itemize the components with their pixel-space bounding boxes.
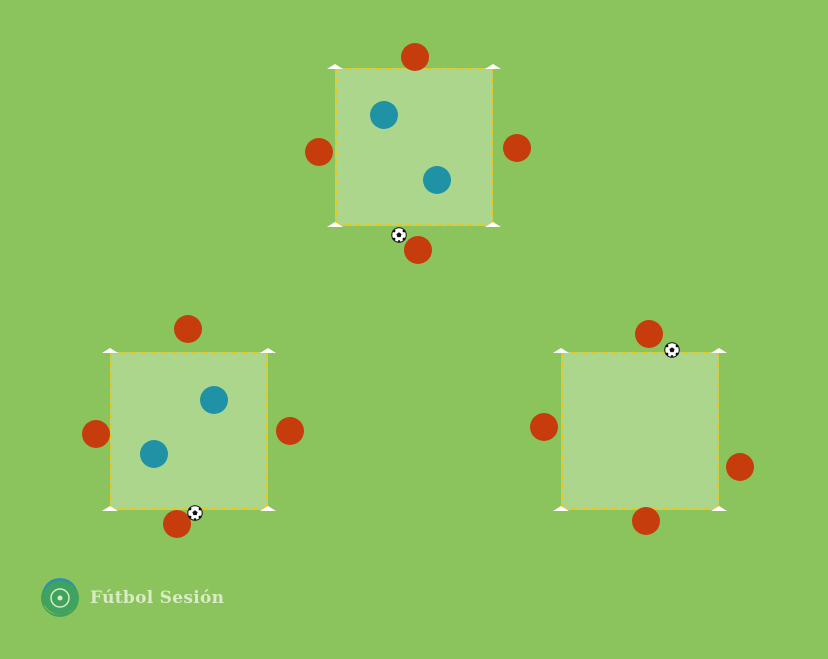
red-player [503,134,531,162]
soccer-ball-badge-icon [41,578,79,617]
cone-icon [553,348,569,353]
teal-player [200,386,228,414]
brand-name: Fútbol Sesión [90,588,225,608]
teal-player [423,166,451,194]
cone-icon [327,222,343,227]
red-player [635,320,663,348]
grid-bottom-right [561,352,719,510]
soccer-ball-icon [664,342,680,358]
grid-bottom-left [110,352,268,510]
red-player [174,315,202,343]
teal-player [140,440,168,468]
cone-icon [485,222,501,227]
red-player [726,453,754,481]
soccer-ball-icon [391,227,407,243]
brand-logo: Fútbol Sesión [40,577,224,619]
soccer-ball-icon [187,505,203,521]
cone-icon [711,348,727,353]
cone-icon [102,348,118,353]
red-player [276,417,304,445]
cone-icon [485,64,501,69]
cone-icon [102,506,118,511]
cone-icon [327,64,343,69]
red-player [305,138,333,166]
cone-icon [260,348,276,353]
grid-top [335,68,493,226]
red-player [401,43,429,71]
cone-icon [260,506,276,511]
cone-icon [553,506,569,511]
red-player [530,413,558,441]
red-player [404,236,432,264]
red-player [82,420,110,448]
red-player [163,510,191,538]
cone-icon [711,506,727,511]
teal-player [370,101,398,129]
red-player [632,507,660,535]
